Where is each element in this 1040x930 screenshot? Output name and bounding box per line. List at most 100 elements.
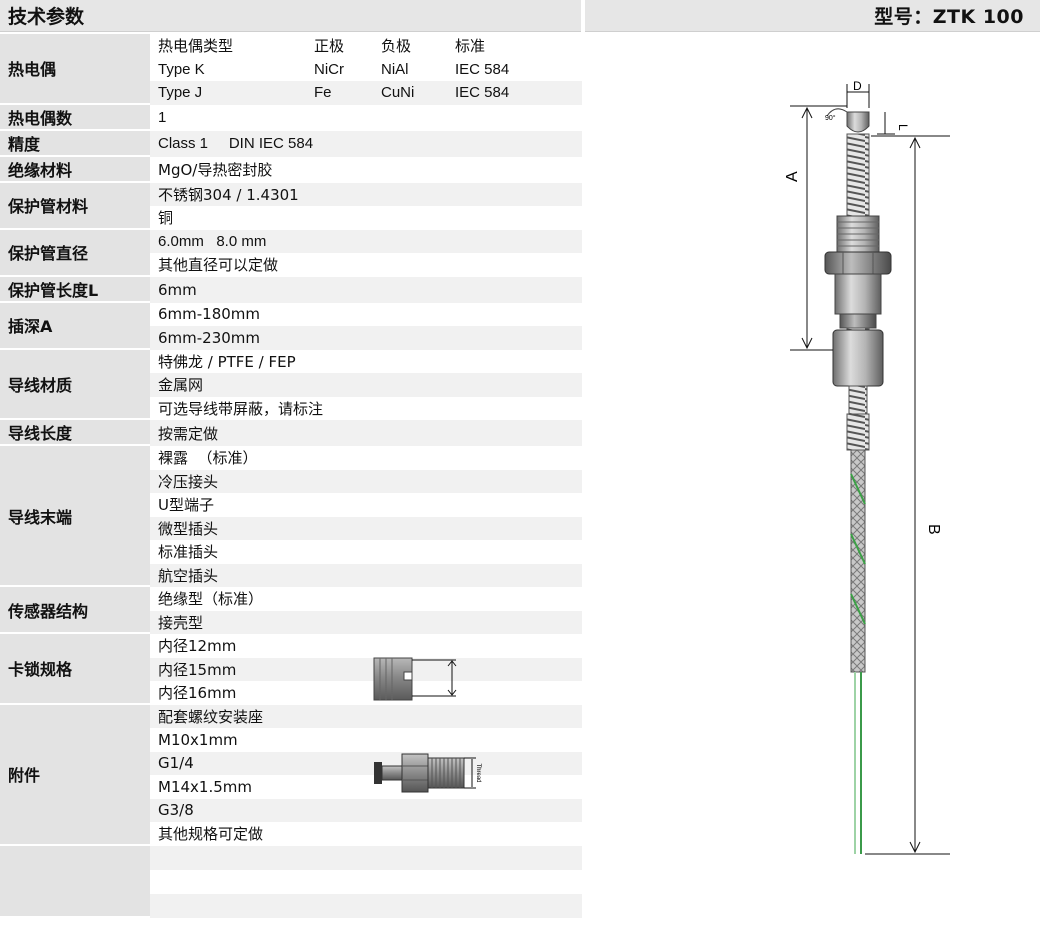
value-accessory: M10x1mm (150, 728, 582, 752)
table-row: Type K NiCr NiAl IEC 584 (0, 57, 582, 81)
table-row: 其他直径可以定做 (0, 253, 582, 277)
table-row: 精度 Class 1 DIN IEC 584 (0, 130, 582, 157)
value-wire-material: 金属网 (150, 373, 582, 397)
cell: CuNi (381, 84, 415, 102)
value-accessory: M14x1.5mm (150, 775, 582, 799)
label-length: 保护管长度L (0, 276, 150, 303)
col-header-negative: 负极 (381, 37, 412, 56)
table-row: 内径16mm (0, 681, 582, 705)
dimension-a-label: A (784, 171, 801, 182)
col-header-positive: 正极 (314, 37, 345, 56)
table-row: 标准插头 (0, 540, 582, 564)
label-wire-end: 导线末端 (0, 446, 150, 587)
dimension-l-label: L (896, 124, 910, 131)
value-wire-material: 可选导线带屏蔽，请标注 (150, 396, 582, 420)
section-title: 技术参数 (0, 0, 581, 32)
table-row: 导线末端 裸露 （标准） (0, 446, 582, 587)
table-row: 6mm-230mm (0, 326, 582, 350)
value-sheath: 铜 (150, 206, 582, 230)
dimension-d-label: D (853, 79, 862, 93)
table-row: 保护管直径 6.0mm 8.0 mm (0, 229, 582, 277)
value-diameter: 6.0mm 8.0 mm (150, 229, 582, 253)
label-thermocouple: 热电偶 (0, 34, 150, 105)
value-wire-end: 微型插头 (150, 516, 582, 540)
label-depth: 插深A (0, 302, 150, 350)
label-diameter: 保护管直径 (0, 229, 150, 277)
value-wire-end: 裸露 （标准） (150, 446, 582, 470)
svg-text:90°: 90° (825, 114, 836, 122)
table-row: 保护管材料 不锈钢304 / 1.4301 (0, 182, 582, 230)
table-row: 冷压接头 (0, 469, 582, 493)
spec-table: 热电偶 热电偶类型 正极 负极 标准 Type K NiCr NiAl IEC 584 Ty… (0, 34, 582, 918)
table-row: M10x1mm (0, 728, 582, 752)
cell: Type J (158, 84, 203, 102)
table-row: 导线长度 按需定做 (0, 420, 582, 446)
table-row: 航空插头 (0, 563, 582, 587)
label-sensor: 传感器结构 (0, 587, 150, 634)
value-accessory: G1/4 (150, 751, 582, 775)
model-number: 型号：ZTK 100 (585, 0, 1040, 32)
value-depth: 6mm-180mm (150, 302, 582, 326)
cell: NiCr (314, 60, 344, 78)
value-wire-end: 标准插头 (150, 540, 582, 564)
label-accuracy: 精度 (0, 130, 150, 157)
label-wire-material: 导线材质 (0, 349, 150, 420)
value-lock: 内径12mm (150, 634, 582, 658)
cell: Type K (158, 60, 205, 78)
table-row: G3/8 (0, 798, 582, 822)
label-insulation: 绝缘材料 (0, 156, 150, 183)
cell: NiAl (381, 60, 409, 78)
table-row: U型端子 (0, 493, 582, 517)
col-header-type: 热电偶类型 (158, 37, 234, 56)
label-lock: 卡锁规格 (0, 634, 150, 705)
value-lock: 内径15mm (150, 657, 582, 681)
value-lock: 内径16mm (150, 681, 582, 705)
product-dimension-diagram: D 90° L A B (784, 79, 950, 855)
value-accessory: 配套螺纹安装座 (150, 704, 582, 728)
table-row: 可选导线带屏蔽，请标注 (0, 396, 582, 420)
label-sheath: 保护管材料 (0, 182, 150, 230)
value-sensor: 绝缘型（标准） (150, 587, 582, 611)
empty-cell (150, 845, 582, 870)
threaded-mount-illustration: Thread (374, 753, 481, 793)
value-sensor: 接壳型 (150, 610, 582, 634)
value-sheath: 不锈钢304 / 1.4301 (150, 182, 582, 206)
value-depth: 6mm-230mm (150, 326, 582, 350)
value-wire-length: 按需定做 (150, 420, 582, 446)
table-row (0, 893, 582, 918)
value-accessory: 其他规格可定做 (150, 822, 582, 846)
cell: IEC 584 (455, 60, 510, 78)
value-wire-end: U型端子 (150, 493, 582, 517)
value-length: 6mm (150, 276, 582, 303)
col-header-standard: 标准 (455, 37, 486, 56)
clip-ring-illustration (373, 657, 457, 701)
value-accessory: G3/8 (150, 798, 582, 822)
table-row: 内径15mm (0, 657, 582, 681)
table-row: 热电偶 热电偶类型 正极 负极 标准 (0, 34, 582, 105)
value-wire-material: 特佛龙 / PTFE / FEP (150, 349, 582, 373)
empty-cell (150, 869, 582, 894)
value-accuracy: Class 1 DIN IEC 584 (150, 130, 582, 157)
value-insulation: MgO/导热密封胶 (150, 156, 582, 183)
empty-cell (150, 893, 582, 918)
table-row: 保护管长度L 6mm (0, 276, 582, 303)
value-wire-end: 航空插头 (150, 563, 582, 587)
label-count: 热电偶数 (0, 104, 150, 131)
table-row: 热电偶数 1 (0, 104, 582, 131)
table-row: 微型插头 (0, 516, 582, 540)
table-row: 绝缘材料 MgO/导热密封胶 (0, 156, 582, 183)
value-count: 1 (150, 104, 582, 131)
table-row: 插深A 6mm-180mm (0, 302, 582, 350)
value-wire-end: 冷压接头 (150, 469, 582, 493)
label-accessory: 附件 (0, 704, 150, 846)
table-row: 导线材质 特佛龙 / PTFE / FEP (0, 349, 582, 420)
table-row: 其他规格可定做 (0, 822, 582, 846)
value-diameter: 其他直径可以定做 (150, 253, 582, 277)
empty-label (0, 845, 150, 918)
label-wire-length: 导线长度 (0, 420, 150, 446)
table-row: 铜 (0, 206, 582, 230)
table-row: 附件 配套螺纹安装座 (0, 704, 582, 846)
dimension-b-label: B (925, 524, 942, 535)
table-row (0, 869, 582, 894)
table-row: 传感器结构 绝缘型（标准） (0, 587, 582, 634)
